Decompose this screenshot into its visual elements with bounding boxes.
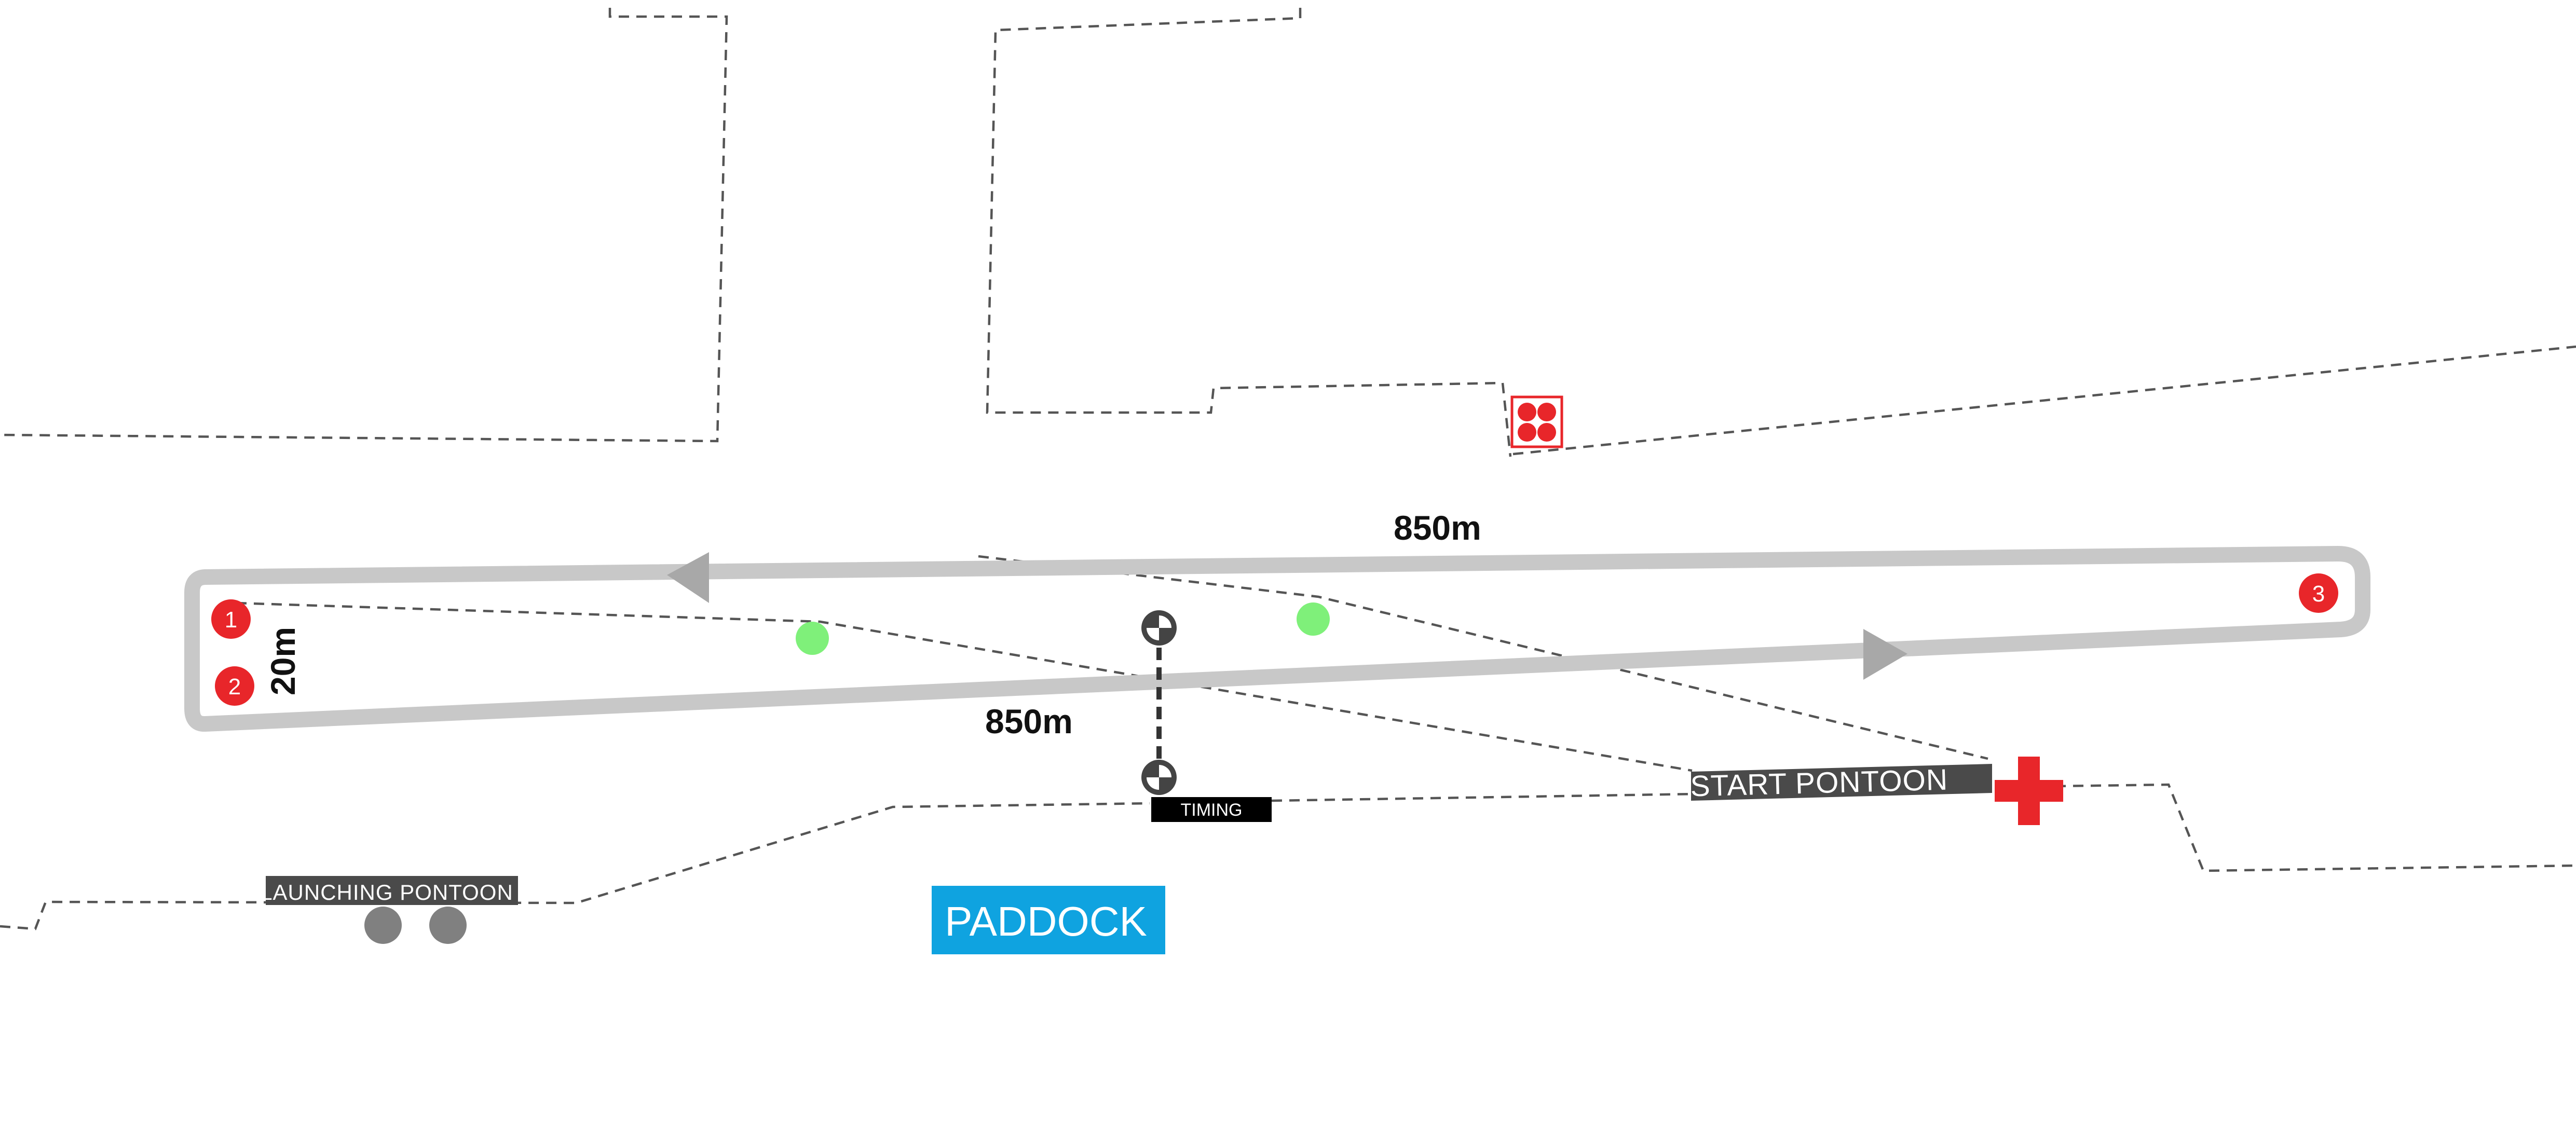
green-marker	[1297, 602, 1330, 636]
green-marker	[796, 622, 829, 655]
timing-text: TIMING	[1181, 800, 1243, 820]
buoy-2: 2	[215, 666, 254, 706]
buoy-number: 3	[2312, 581, 2325, 607]
launching-pontoon-label: LAUNCHING PONTOON	[260, 880, 513, 904]
boundary-top-middle	[986, 8, 1512, 457]
width-label: 20m	[264, 627, 302, 695]
boundary-top-right	[1512, 345, 2576, 456]
buoy-number: 1	[225, 607, 237, 633]
launching-pontoon: LAUNCHING PONTOON	[260, 876, 518, 905]
boundary-lines	[0, 8, 2576, 930]
grey-marker	[429, 907, 467, 944]
red-cross-icon	[1995, 757, 2063, 825]
paddock-sign: PADDOCK	[932, 886, 1165, 954]
boundary-top-left	[0, 8, 728, 443]
start-pontoon: START PONTOON	[1690, 763, 1992, 803]
paddock-label: PADDOCK	[945, 898, 1147, 944]
buoy-1: 1	[211, 599, 251, 639]
checkered-circle-icon	[1141, 760, 1177, 795]
distance-top-label: 850m	[1394, 509, 1481, 547]
start-pontoon-label: START PONTOON	[1690, 763, 1948, 803]
boundary-diagonal-lower	[236, 601, 1693, 772]
distance-bottom-label: 850m	[985, 702, 1073, 741]
direction-arrow-east	[1863, 629, 1907, 680]
race-course	[184, 546, 2370, 732]
red-dots-square-icon	[1510, 395, 1563, 448]
course-loop	[184, 546, 2370, 732]
grey-marker	[364, 907, 402, 944]
buoy-3: 3	[2299, 573, 2338, 613]
buoy-number: 2	[228, 674, 241, 700]
timing-label: TIMING	[1151, 797, 1272, 822]
shoreline	[0, 783, 2576, 930]
direction-arrow-west	[667, 552, 709, 603]
checkered-circle-icon	[1141, 610, 1177, 646]
